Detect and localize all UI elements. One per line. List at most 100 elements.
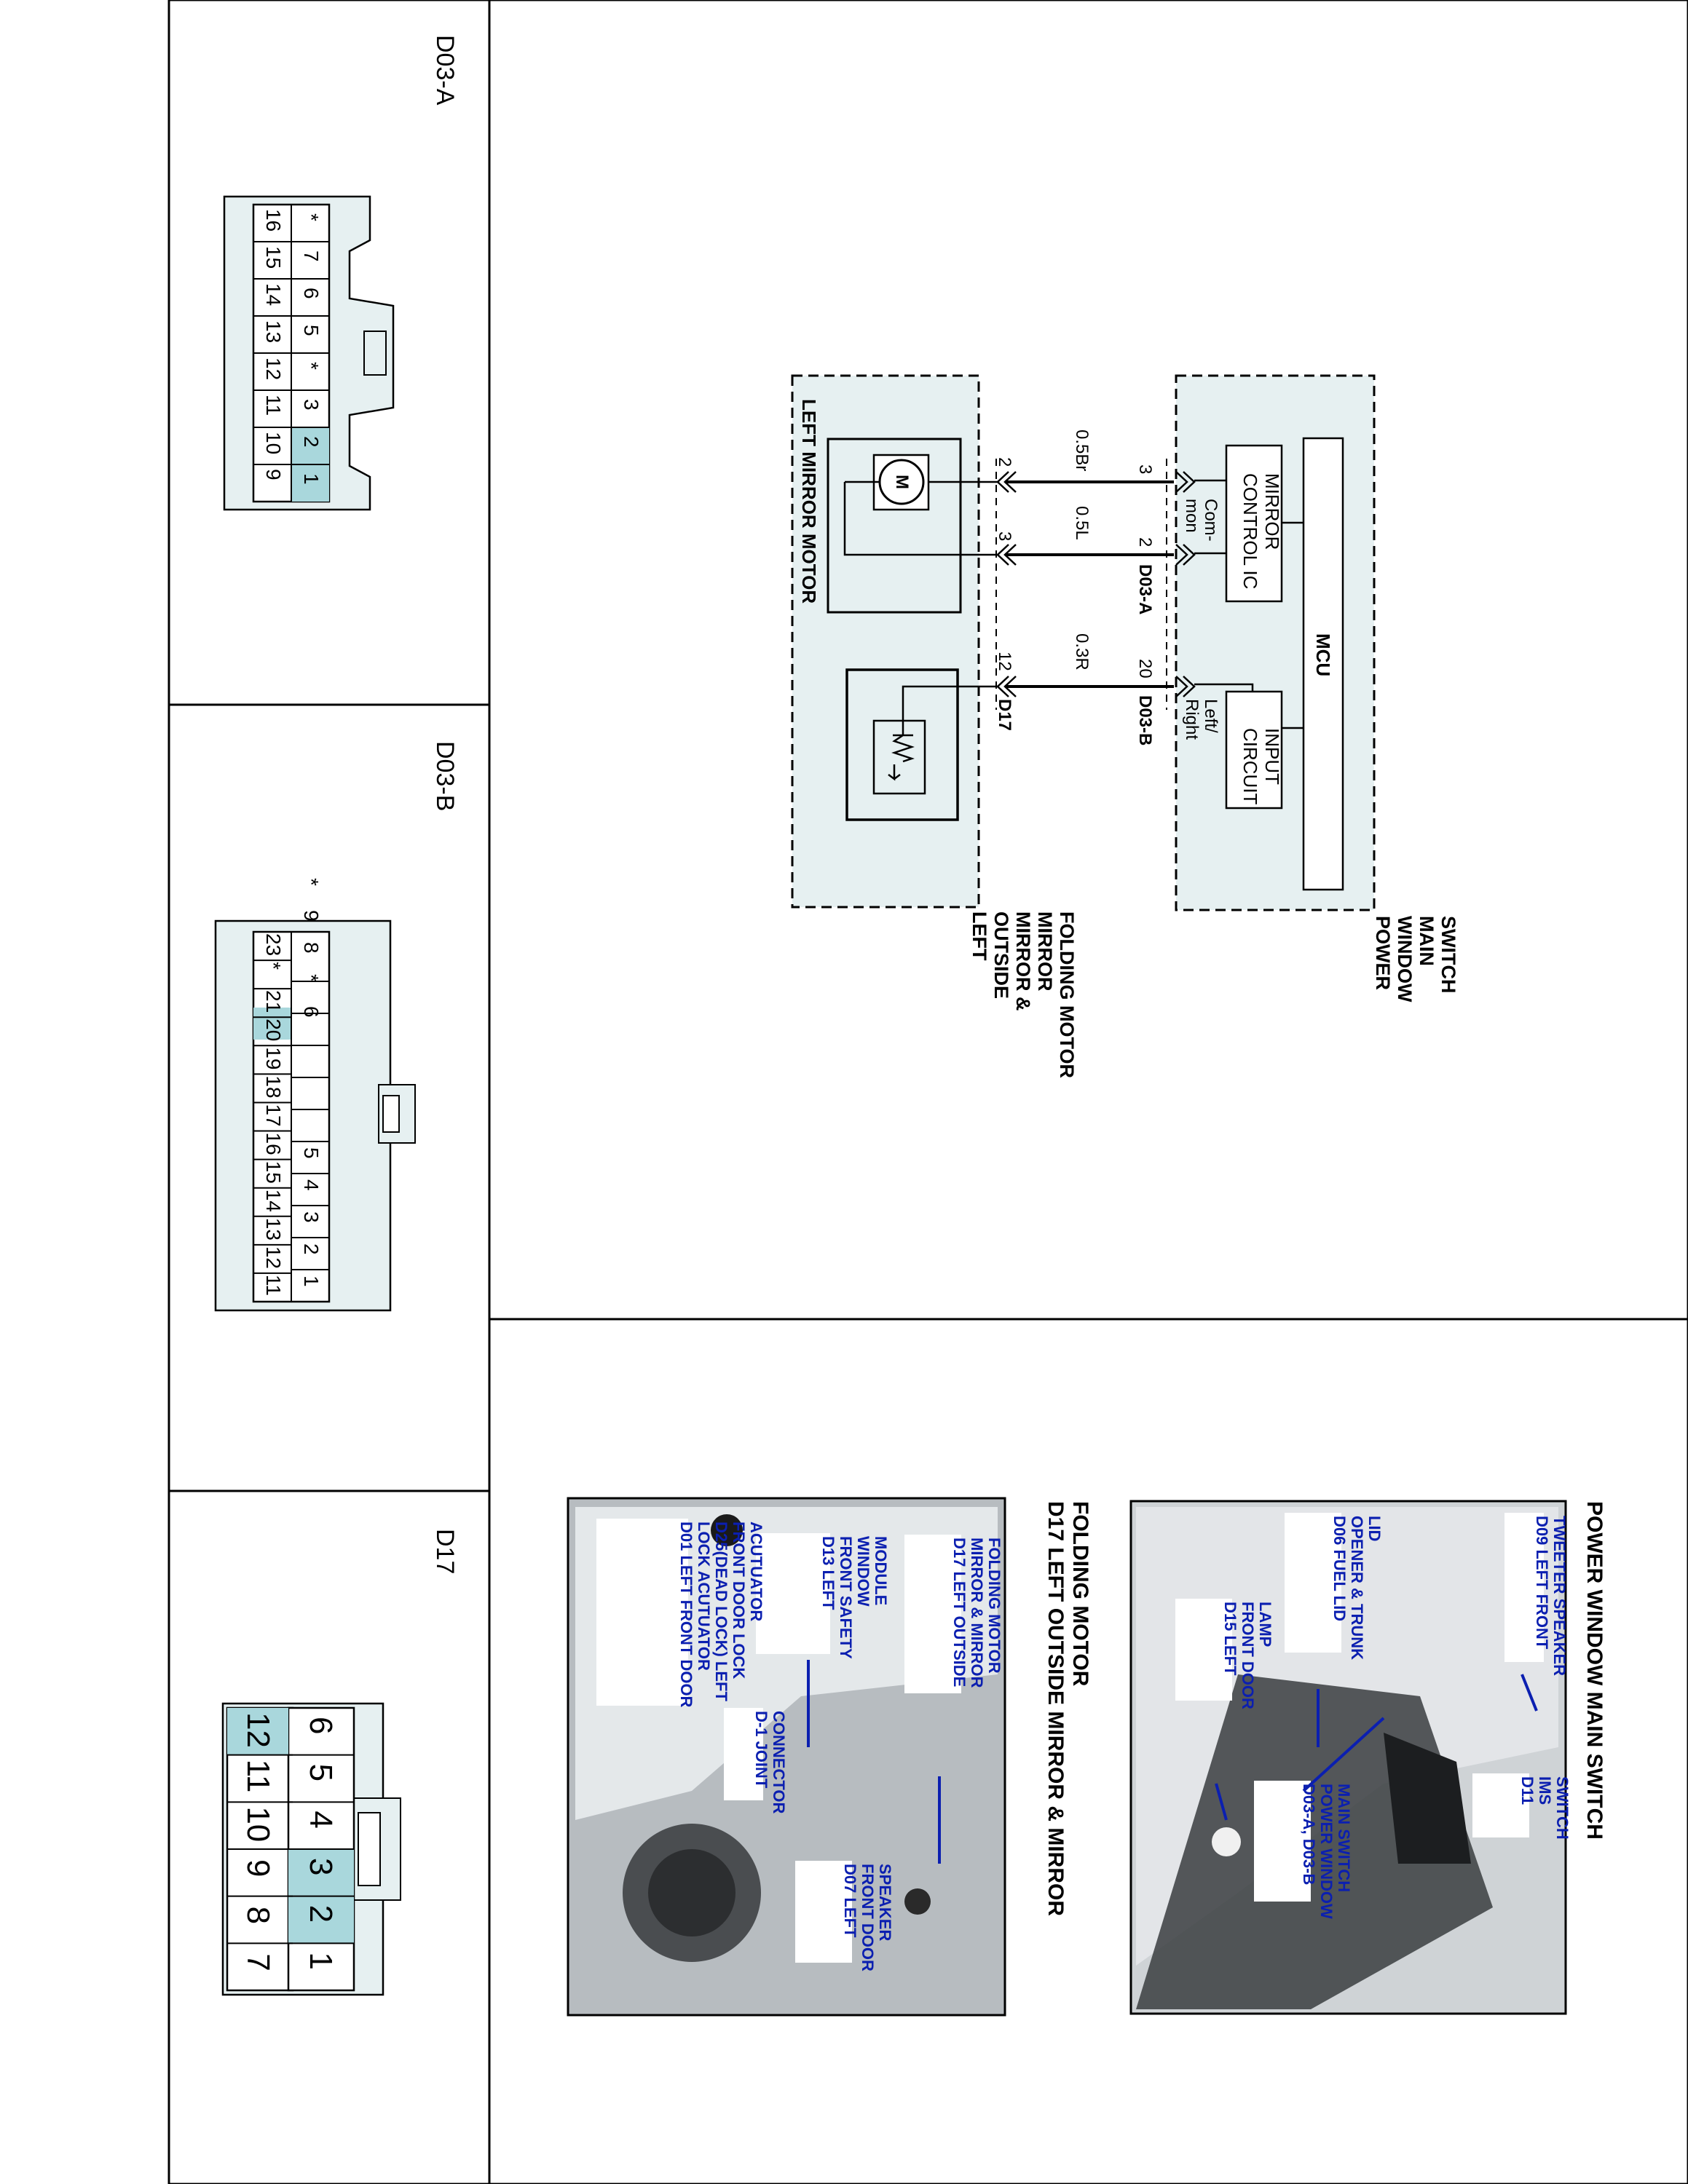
d03a-pin-16: 16 xyxy=(262,209,285,232)
d17-pin-8: 8 xyxy=(240,1907,276,1924)
wire-2-label: 0.5L xyxy=(1072,506,1092,540)
conn-b-label: D03-B xyxy=(1135,695,1155,745)
input-circuit-label: INPUTCIRCUIT xyxy=(1239,728,1283,805)
callout-background xyxy=(596,1519,688,1706)
d03a-pin-2: 2 xyxy=(300,436,323,448)
mirror-ic-box xyxy=(1225,444,1283,603)
left-right-label: Left/Right xyxy=(1182,699,1220,740)
photo-pw-switch: POWER WINDOW MAIN SWITCH D09 LEFT FRONTT… xyxy=(1129,1500,1606,2015)
d17-pin-7: 7 xyxy=(240,1953,276,1971)
pin-m2-label: 2 xyxy=(995,457,1014,467)
d03a-pin-empty: * xyxy=(300,362,323,370)
callout-arrow xyxy=(1521,1674,1538,1712)
callout-text: D03-A, D03-BPOWER WINDOWMAIN SWITCH xyxy=(1300,1784,1353,1919)
schematic: POWERWINDOWMAINSWITCH MCU MIRRORCONTROL … xyxy=(791,374,1459,1078)
callout-d06: D06 FUEL LIDOPENER & TRUNKLID xyxy=(1285,1513,1384,1660)
pin-b20-label: 20 xyxy=(1135,659,1155,678)
d17-pin-12: 12 xyxy=(240,1712,276,1748)
pw-switch-label: POWERWINDOWMAINSWITCH xyxy=(1372,916,1459,1002)
pin-a3-label: 3 xyxy=(1135,464,1155,474)
callout-background xyxy=(1254,1781,1311,1902)
d17-pin-3-highlight xyxy=(288,1849,354,1896)
left-mirror-motor-frame xyxy=(827,438,962,614)
conn-a-label: D03-A xyxy=(1135,564,1155,614)
d03a-pin-15: 15 xyxy=(262,246,285,269)
photo-d17: D17 LEFT OUTSIDE MIRROR & MIRRORFOLDING … xyxy=(567,1497,1092,2017)
d17-pin-2: 2 xyxy=(303,1905,339,1923)
folding-motor-frame xyxy=(845,668,959,821)
d03b-pin-15: 15 xyxy=(262,1161,285,1184)
callout-d01: D01 LEFT FRONT DOORLOCK ACUTUATORD25(DEA… xyxy=(596,1519,765,1708)
conn-d17-label: D17 xyxy=(995,699,1014,731)
d03a-pin-5: 5 xyxy=(300,325,323,336)
callout-background xyxy=(724,1708,763,1800)
d03a-pin-11: 11 xyxy=(262,395,285,416)
callout-d03: D03-A, D03-BPOWER WINDOWMAIN SWITCH xyxy=(1254,1781,1353,1919)
d17-pin-12-highlight xyxy=(227,1708,288,1754)
callout-d13: D13 LEFTFRONT SAFETYWINDOWMODULE xyxy=(756,1533,890,1659)
d03b-pin-23: 23 xyxy=(262,933,285,956)
mirror-ic-label: MIRRORCONTROL IC xyxy=(1239,473,1283,589)
input-circuit-box xyxy=(1225,690,1283,810)
callout-text: D11IMSSWITCH xyxy=(1518,1776,1571,1840)
d03a-pin-14: 14 xyxy=(262,283,285,306)
d03b-pin-empty: * xyxy=(300,974,323,982)
d03b-pin-empty: * xyxy=(300,878,323,886)
callout-background xyxy=(1285,1513,1341,1653)
callout-background xyxy=(795,1861,852,1963)
d17-pin-3: 3 xyxy=(303,1858,339,1875)
d17-pin-10: 10 xyxy=(240,1806,276,1842)
callout-d1-joint: D-1 JOINTCONNECTOR xyxy=(724,1708,788,1813)
d03a-pin-3-highlight xyxy=(291,427,329,464)
d03a-pin-13: 13 xyxy=(262,320,285,343)
wire-1-label: 0.5Br xyxy=(1072,430,1092,471)
mcu-box xyxy=(1302,437,1344,891)
connector-d17-title: D17 xyxy=(431,1529,459,1574)
callout-text: D15 LEFTFRONT DOORLAMP xyxy=(1221,1602,1274,1709)
d03a-pin-10: 10 xyxy=(262,432,285,454)
d17-pin-5: 5 xyxy=(303,1764,339,1781)
callout-d11: D11IMSSWITCH xyxy=(1472,1773,1571,1840)
d03b-pin-empty: * xyxy=(262,962,285,970)
d03b-pin-6: 6 xyxy=(300,1006,323,1018)
d17-pin-1: 1 xyxy=(303,1952,339,1969)
callout-text: D06 FUEL LIDOPENER & TRUNKLID xyxy=(1330,1516,1384,1660)
folding-motor-label: LEFTOUTSIDEMIRROR &MIRRORFOLDING MOTOR xyxy=(969,911,1078,1078)
d03a-pin-3: 3 xyxy=(300,399,323,411)
common-label: Com-mon xyxy=(1182,499,1220,542)
d03b-pin-13: 13 xyxy=(262,1218,285,1241)
d03a-pin-9: 9 xyxy=(262,469,285,480)
motor-symbol: M xyxy=(892,475,912,489)
callout-background xyxy=(904,1535,961,1693)
d03b-pin-11: 11 xyxy=(262,1275,285,1296)
connector-d03b-title: D03-B xyxy=(431,741,459,811)
callout-text: D17 LEFT OUTSIDEMIRROR & MIRRORFOLDING M… xyxy=(950,1538,1003,1688)
callout-text: D-1 JOINTCONNECTOR xyxy=(752,1711,788,1813)
d03b-pin-4: 4 xyxy=(300,1179,323,1191)
d03b-pin-18: 18 xyxy=(262,1075,285,1098)
callout-background xyxy=(1472,1773,1529,1837)
callout-background xyxy=(756,1533,830,1654)
mcu-label: MCU xyxy=(1312,633,1334,676)
connector-d03a-title: D03-A xyxy=(431,35,459,106)
d17-pin-2-highlight xyxy=(288,1896,354,1943)
d03a-pin-2-highlight xyxy=(291,464,329,502)
d03b-pin-8: 8 xyxy=(300,942,323,954)
callout-d09: D09 LEFT FRONTTWEETER SPEAKER xyxy=(1504,1513,1569,1676)
callout-text: D07 LEFTFRONT DOORSPEAKER xyxy=(841,1864,894,1971)
callout-arrow xyxy=(1302,1717,1385,1792)
d03b-pin-3: 3 xyxy=(300,1211,323,1223)
folding-motor-resistor-icon xyxy=(872,685,998,795)
d03b-pin-2: 2 xyxy=(300,1243,323,1255)
d03b-pin-12: 12 xyxy=(262,1246,285,1269)
d03b-pin-20: 20 xyxy=(262,1018,285,1041)
d17-pin-11: 11 xyxy=(240,1760,276,1793)
callout-arrow xyxy=(1215,1783,1228,1821)
wire-3-label: 0.3R xyxy=(1072,633,1092,670)
d17-pin-9: 9 xyxy=(240,1859,276,1877)
callout-text: D01 LEFT FRONT DOORLOCK ACUTUATORD25(DEA… xyxy=(677,1522,765,1708)
callout-d07: D07 LEFTFRONT DOORSPEAKER xyxy=(795,1861,894,1971)
d03b-pin-21: 21 xyxy=(262,990,285,1013)
